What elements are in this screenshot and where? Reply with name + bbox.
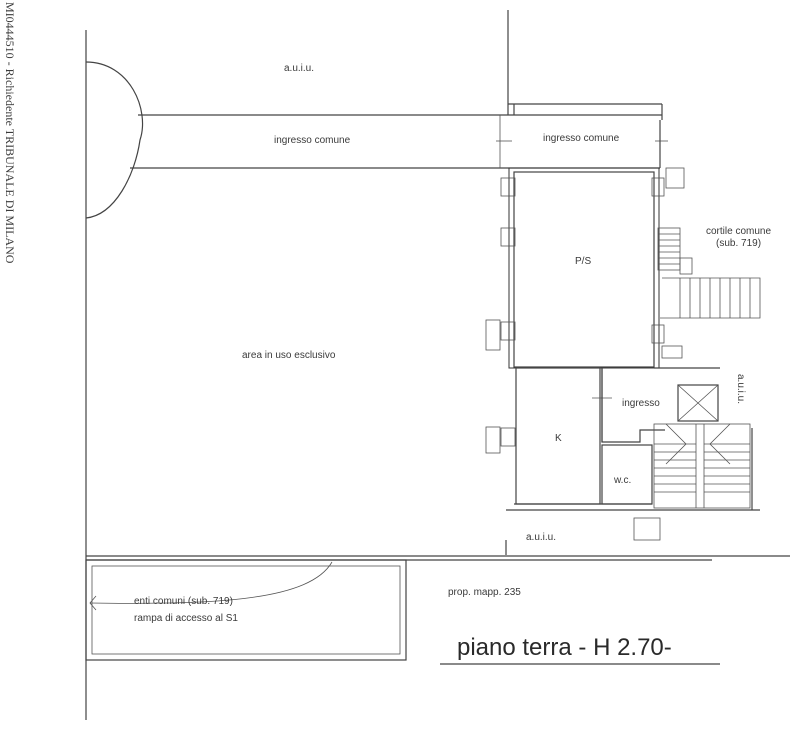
semicircle-court: [85, 61, 144, 219]
stairwell: [653, 423, 751, 509]
room-ingresso: [601, 345, 720, 443]
label-piano-terra: piano terra - H 2.70-: [457, 634, 672, 661]
label-enti-comuni: enti comuni (sub. 719): [134, 596, 233, 607]
room-wc: [592, 397, 653, 505]
access-ramp: [85, 559, 407, 661]
label-wc: w.c.: [613, 475, 631, 486]
window-markers: [485, 167, 685, 454]
courtyard-stairs: [657, 227, 761, 319]
label-auiu-bottom: a.u.i.u.: [526, 532, 556, 543]
label-ingresso-comune-left: ingresso comune: [274, 135, 351, 146]
label-area-esclusivo: area in uso esclusivo: [242, 350, 336, 361]
label-cortile-comune: cortile comune: [706, 226, 771, 237]
label-auiu-side: a.u.i.u.: [735, 374, 746, 404]
label-ps: P/S: [575, 256, 591, 267]
label-rampa: rampa di accesso al S1: [134, 613, 238, 624]
lift-shaft: [677, 384, 719, 422]
label-k: K: [555, 433, 562, 444]
label-ingresso-comune-right: ingresso comune: [543, 133, 620, 144]
unit-bottom-wall: [506, 428, 760, 541]
label-ingresso: ingresso: [622, 398, 660, 409]
label-auiu-top: a.u.i.u.: [284, 63, 314, 74]
label-prop-mapp: prop. mapp. 235: [448, 587, 521, 598]
stamp-text: MI0444510 - Richiedente TRIBUNALE DI MIL…: [3, 2, 17, 264]
label-cortile-sub: (sub. 719): [716, 238, 761, 249]
room-ps: [508, 167, 660, 369]
